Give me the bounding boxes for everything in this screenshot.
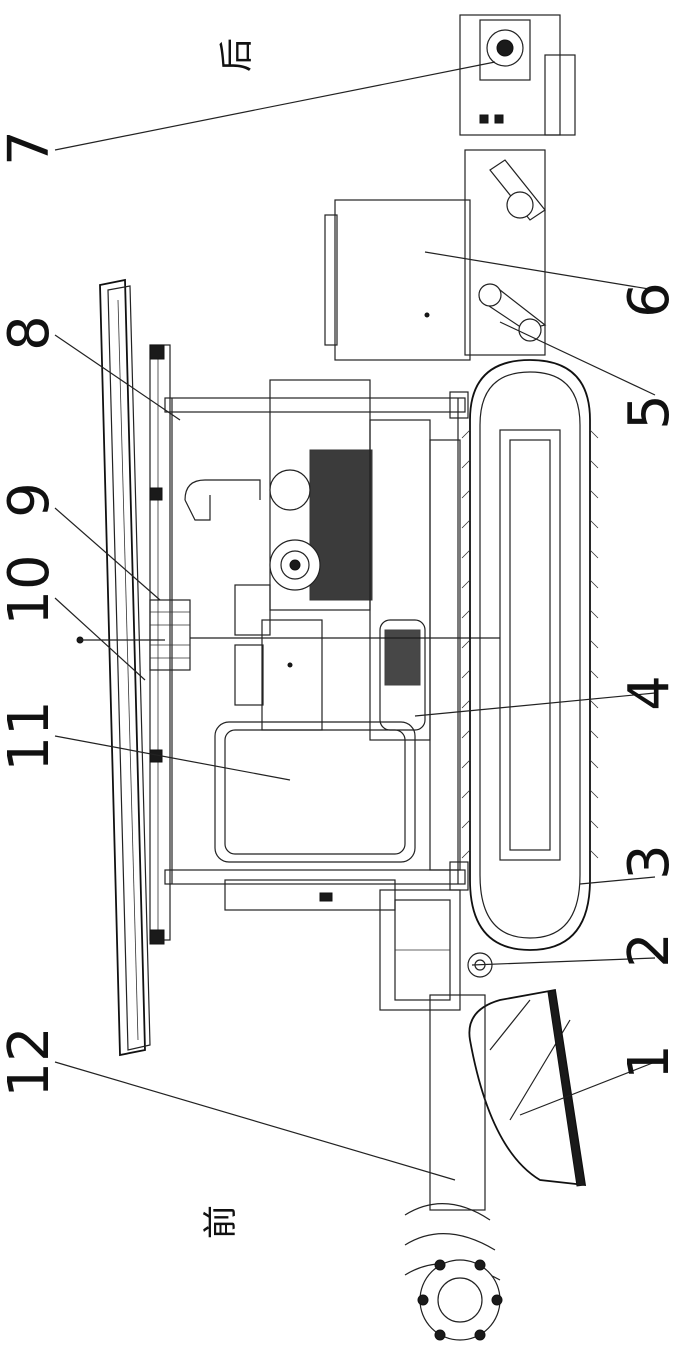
label-2: 2: [617, 932, 682, 968]
label-4: 4: [617, 675, 682, 711]
front-bucket: [469, 990, 585, 1186]
label-5: 5: [617, 394, 682, 430]
front-direction-label: 前: [201, 1205, 241, 1239]
label-3: 3: [617, 844, 682, 880]
crawler-track: [462, 360, 598, 950]
label-6: 6: [617, 282, 682, 318]
cab-tank: [215, 722, 415, 910]
label-1: 1: [617, 1044, 682, 1080]
rear-drive-head: [460, 15, 575, 135]
center-box: [235, 620, 322, 730]
label-11: 11: [0, 700, 62, 771]
rear-direction-label: 后: [217, 38, 257, 72]
label-7: 7: [0, 130, 62, 166]
engine: [185, 380, 372, 635]
label-10: 10: [0, 554, 62, 625]
canopy: [77, 280, 170, 1055]
rear-box: [325, 200, 470, 360]
leader-lines: [55, 62, 655, 1180]
front-auger: [405, 995, 502, 1340]
label-12: 12: [0, 1026, 62, 1097]
label-9: 9: [0, 482, 62, 518]
front-roller: [380, 890, 492, 1010]
label-8: 8: [0, 315, 62, 351]
